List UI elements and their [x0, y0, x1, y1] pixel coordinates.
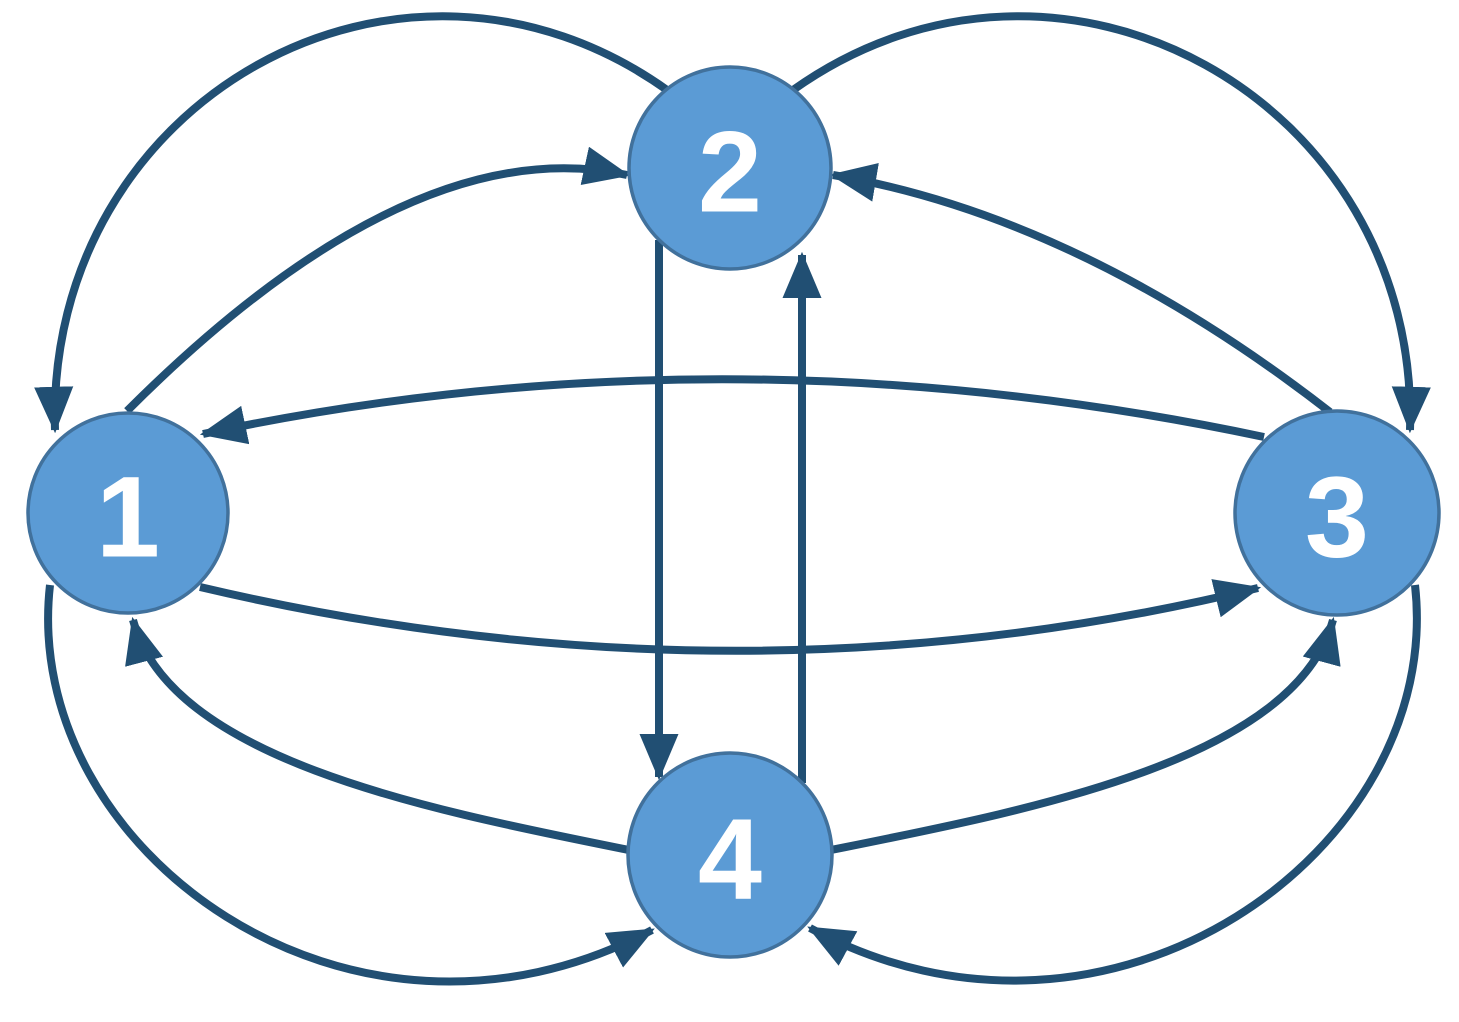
node-circle-4 — [626, 751, 834, 959]
edge-1-to-3 — [199, 579, 1262, 655]
node-1: 1 — [26, 411, 230, 615]
node-label-1: 1 — [96, 454, 160, 582]
edge-3-to-2 — [829, 162, 1333, 416]
node-label-4: 4 — [698, 796, 762, 924]
edge-4-to-1 — [125, 616, 630, 854]
edge-2-to-3 — [790, 12, 1431, 434]
node-circle-3 — [1233, 409, 1441, 617]
edge-1-to-4 — [44, 584, 655, 986]
node-circle-2 — [627, 65, 833, 271]
node-label-3: 3 — [1305, 454, 1369, 582]
edge-3-to-4 — [807, 584, 1421, 985]
edge-3-to-1 — [199, 375, 1265, 445]
node-2: 2 — [627, 65, 833, 271]
edge-4-to-3 — [830, 616, 1341, 854]
edge-2-to-1 — [34, 12, 670, 434]
node-label-2: 2 — [698, 109, 762, 237]
edge-1-to-2 — [124, 146, 631, 414]
node-4: 4 — [626, 751, 834, 959]
node-circle-1 — [26, 411, 230, 615]
node-3: 3 — [1233, 409, 1441, 617]
